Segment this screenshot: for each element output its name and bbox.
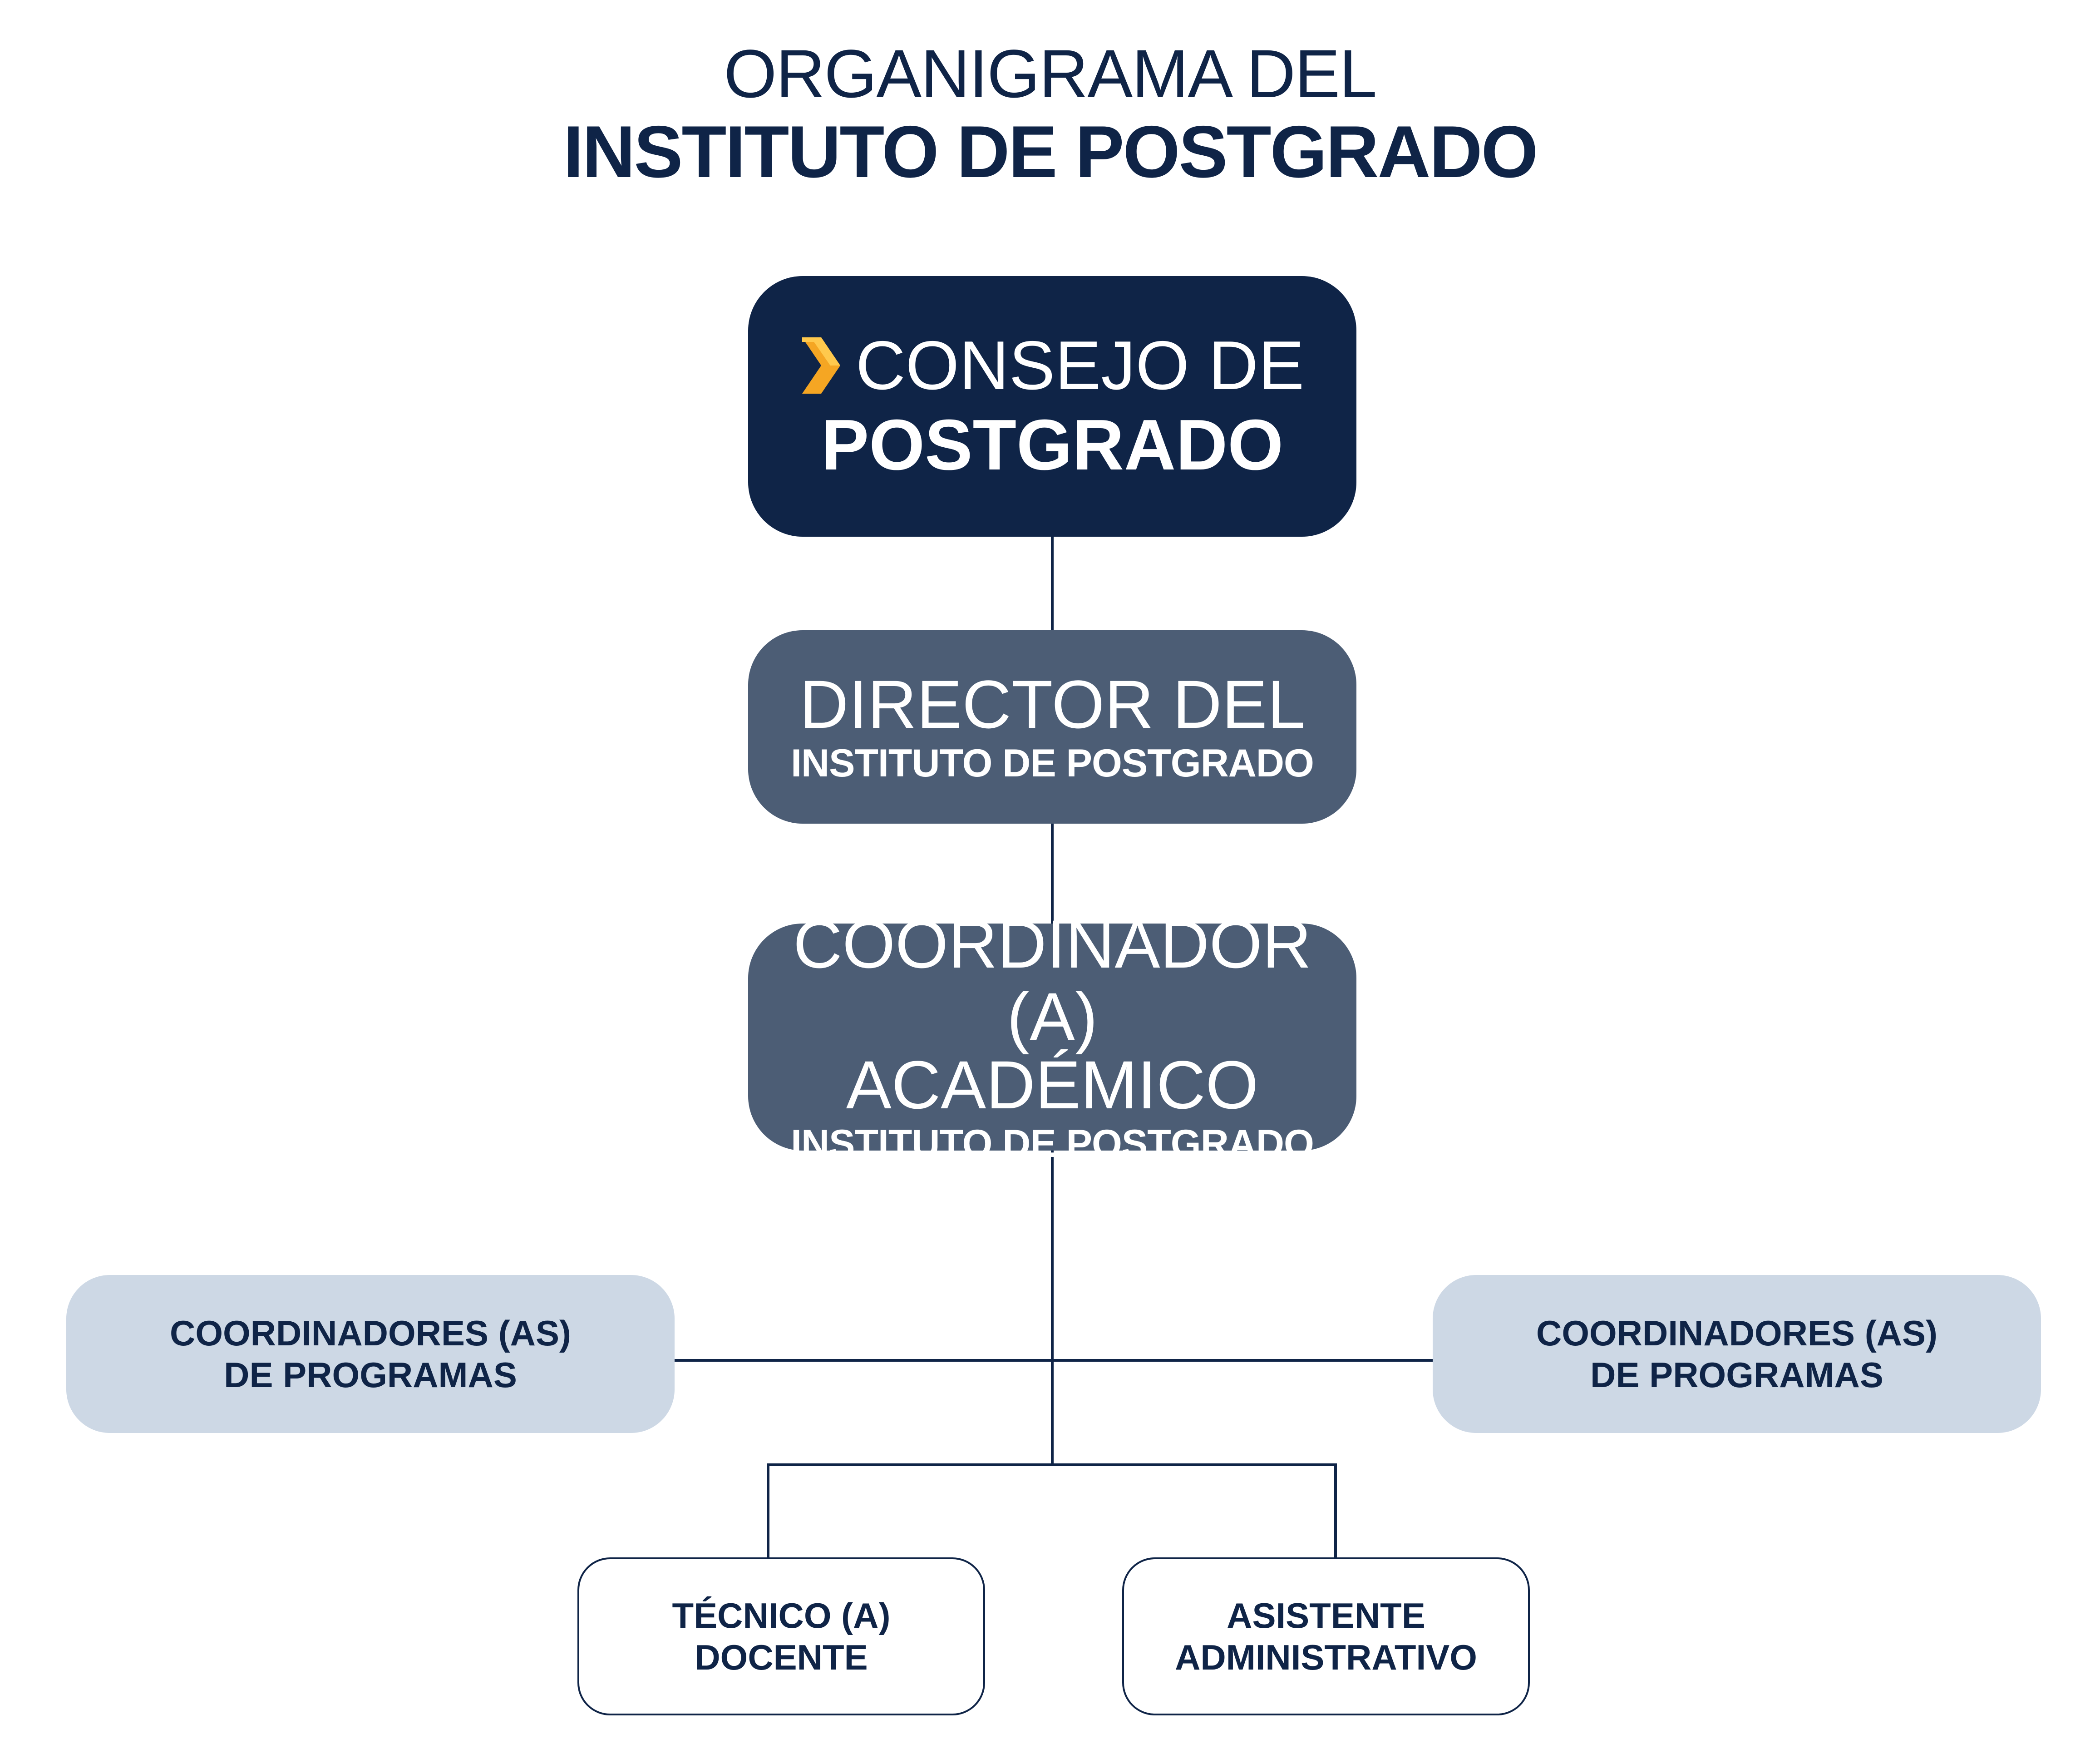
node-asistente-line2: ADMINISTRATIVO (1175, 1637, 1477, 1677)
node-coordinador-line3: INSTITUTO DE POSTGRADO (791, 1122, 1314, 1166)
node-tecnico-docente: TÉCNICO (A) DOCENTE (577, 1557, 985, 1715)
node-coordinador-academico: COORDINADOR (A) ACADÉMICO INSTITUTO DE P… (748, 908, 1356, 1166)
node-coordinador-line1: COORDINADOR (A) (793, 906, 1311, 1055)
node-asistente-administrativo: ASISTENTE ADMINISTRATIVO (1122, 1557, 1530, 1715)
node-coordinadores-programas-right: COORDINADORES (AS) DE PROGRAMAS (1433, 1275, 2041, 1433)
node-director: DIRECTOR DEL INSTITUTO DE POSTGRADO (748, 630, 1356, 824)
node-coord-left-line1: COORDINADORES (AS) (169, 1313, 571, 1353)
node-coord-right-line1: COORDINADORES (AS) (1536, 1313, 1937, 1353)
node-coord-left-line2: DE PROGRAMAS (224, 1355, 517, 1395)
node-director-line1: DIRECTOR DEL (799, 666, 1306, 742)
chevron-right-icon (802, 337, 840, 394)
node-director-line2: INSTITUTO DE POSTGRADO (791, 741, 1314, 785)
node-tecnico-line2: DOCENTE (695, 1637, 868, 1677)
edge-to-tecnico-asistente (767, 1463, 1337, 1557)
node-coordinadores-programas-left: COORDINADORES (AS) DE PROGRAMAS (66, 1275, 675, 1433)
page-title-line2: INSTITUTO DE POSTGRADO (563, 111, 1538, 193)
node-consejo-line1: CONSEJO DE (855, 327, 1305, 404)
node-consejo-de-postgrado: CONSEJO DE POSTGRADO (748, 276, 1356, 537)
node-consejo-line2: POSTGRADO (821, 405, 1284, 485)
node-coord-right-line2: DE PROGRAMAS (1590, 1355, 1883, 1395)
node-asistente-line1: ASISTENTE (1227, 1596, 1425, 1635)
page-title-line1: ORGANIGRAMA DEL (724, 35, 1377, 112)
node-coordinador-line2: ACADÉMICO (846, 1047, 1259, 1123)
node-tecnico-line1: TÉCNICO (A) (672, 1596, 891, 1635)
